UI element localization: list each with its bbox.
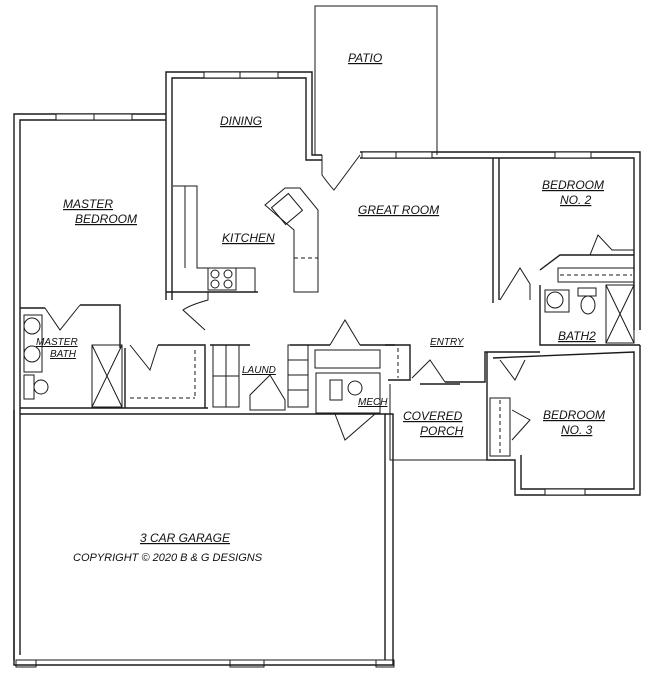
label-master-bath-2: BATH (50, 349, 77, 360)
label-patio: PATIO (348, 51, 382, 65)
mid-band (20, 304, 540, 441)
label-covered-porch-1: COVERED (403, 409, 463, 423)
patio-door (321, 154, 361, 191)
label-garage: 3 CAR GARAGE (140, 531, 231, 545)
label-dining: DINING (220, 114, 262, 128)
copyright-text: COPYRIGHT © 2020 B & G DESIGNS (73, 552, 263, 564)
bedroom2-walls (492, 158, 635, 303)
bedroom3-walls (486, 345, 641, 496)
label-master-bedroom-2: BEDROOM (75, 212, 137, 226)
label-bedroom3-2: NO. 3 (561, 423, 593, 437)
label-mech: MECH (358, 397, 388, 408)
label-entry: ENTRY (430, 337, 465, 348)
dining-walls (165, 71, 322, 300)
label-bedroom2-1: BEDROOM (542, 178, 604, 192)
label-master-bath-1: MASTER (36, 337, 78, 348)
label-bedroom2-2: NO. 2 (560, 193, 592, 207)
kitchen-island (264, 187, 319, 293)
label-laund: LAUND (242, 365, 276, 376)
label-kitchen: KITCHEN (222, 231, 275, 245)
kitchen-cabinets (166, 185, 258, 331)
label-bedroom3-1: BEDROOM (543, 408, 605, 422)
label-master-bedroom-1: MASTER (63, 197, 113, 211)
label-bath2: BATH2 (558, 329, 596, 343)
bath2 (539, 284, 640, 346)
garage (13, 410, 395, 668)
rear-wall (360, 151, 641, 330)
label-great-room: GREAT ROOM (358, 203, 439, 217)
label-covered-porch-2: PORCH (420, 424, 464, 438)
patio (314, 5, 438, 155)
master-bedroom-walls (13, 113, 166, 660)
